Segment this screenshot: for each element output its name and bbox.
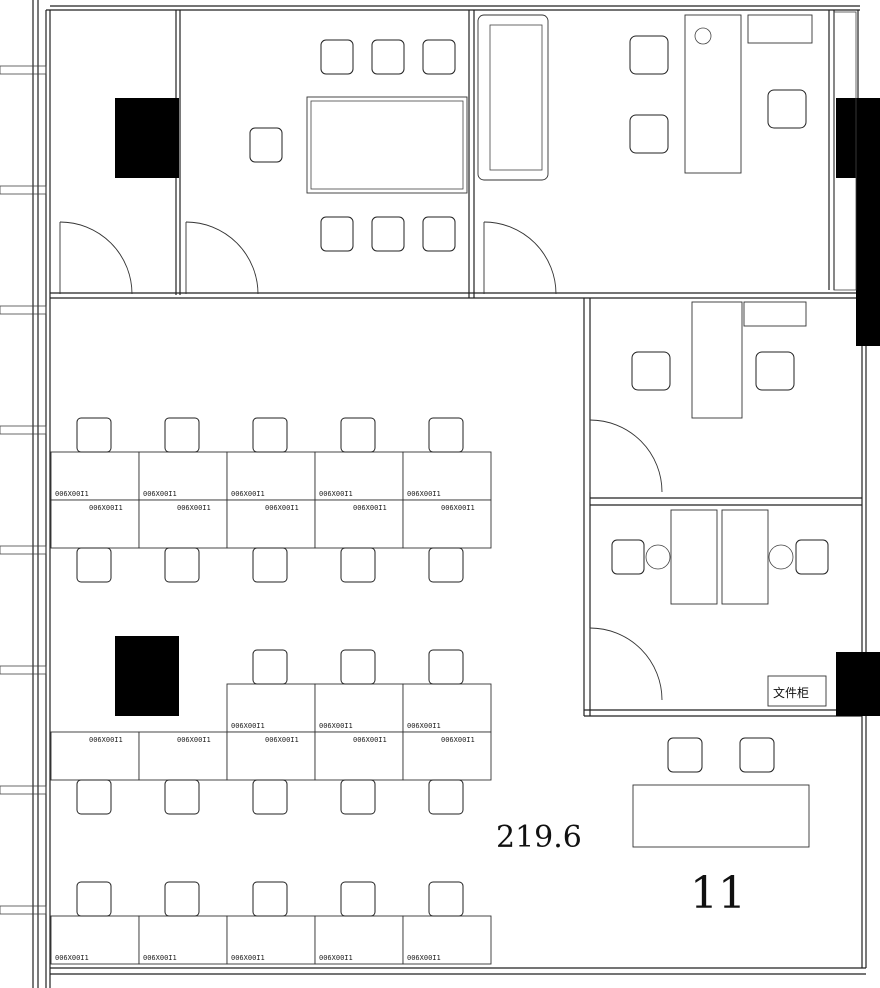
workstation-chair xyxy=(428,881,464,917)
workstation-chair xyxy=(428,779,464,815)
desk-tag: 006X00Ӏ1 xyxy=(319,954,353,962)
desk-tag: 006X00Ӏ1 xyxy=(441,736,475,744)
window-mullions xyxy=(0,65,47,915)
desk-tag: 006X00Ӏ1 xyxy=(231,490,265,498)
office-2-furniture xyxy=(631,301,807,419)
reception-furniture xyxy=(632,737,810,848)
workstation-chair xyxy=(164,547,200,583)
room-number: 11 xyxy=(690,868,746,919)
workstation-chair xyxy=(252,547,288,583)
desk-tag: 006X00Ӏ1 xyxy=(177,504,211,512)
workstation-clusters: 006X00Ӏ1006X00Ӏ1006X00Ӏ1006X00Ӏ1006X00Ӏ1… xyxy=(50,417,492,965)
workstation-chair xyxy=(76,779,112,815)
workstation-chair xyxy=(340,881,376,917)
desk-tag: 006X00Ӏ1 xyxy=(319,490,353,498)
structural-columns xyxy=(115,98,880,716)
desk-tag: 006X00Ӏ1 xyxy=(231,954,265,962)
exterior-walls xyxy=(32,0,867,988)
desk-tag: 006X00Ӏ1 xyxy=(319,722,353,730)
desk-tag: 006X00Ӏ1 xyxy=(55,954,89,962)
desk-tag: 006X00Ӏ1 xyxy=(353,736,387,744)
workstation-chair xyxy=(164,417,200,453)
meeting-table xyxy=(306,96,468,194)
desk-tag: 006X00Ӏ1 xyxy=(441,504,475,512)
manager-office-furniture xyxy=(477,11,857,291)
desk-tag: 006X00Ӏ1 xyxy=(407,722,441,730)
desk-tag: 006X00Ӏ1 xyxy=(265,504,299,512)
workstation-chair xyxy=(164,779,200,815)
workstation-chair xyxy=(76,881,112,917)
workstation-chair xyxy=(428,649,464,685)
workstation-chair xyxy=(252,649,288,685)
file-cabinet xyxy=(767,675,827,707)
desk-tag: 006X00Ӏ1 xyxy=(89,504,123,512)
meeting-chairs xyxy=(249,39,456,252)
workstation-chair xyxy=(340,547,376,583)
desk-tag: 006X00Ӏ1 xyxy=(407,954,441,962)
workstation-chair xyxy=(340,417,376,453)
desk-tag: 006X00Ӏ1 xyxy=(177,736,211,744)
interior-walls xyxy=(50,10,862,717)
desk-tag: 006X00Ӏ1 xyxy=(265,736,299,744)
desk-tag: 006X00Ӏ1 xyxy=(143,490,177,498)
area-label: 219.6 xyxy=(496,820,582,855)
desk-tag: 006X00Ӏ1 xyxy=(143,954,177,962)
desk-tag: 006X00Ӏ1 xyxy=(89,736,123,744)
workstation-chair xyxy=(340,779,376,815)
workstation-chair xyxy=(76,547,112,583)
workstation-chair xyxy=(428,417,464,453)
cabinet-label: 文件柜 xyxy=(773,685,809,700)
office-3-furniture xyxy=(611,509,829,707)
workstation-chair xyxy=(252,779,288,815)
desk-tag: 006X00Ӏ1 xyxy=(55,490,89,498)
workstation-chair xyxy=(428,547,464,583)
desk-tag: 006X00Ӏ1 xyxy=(407,490,441,498)
door-swings xyxy=(59,221,663,701)
workstation-chair xyxy=(76,417,112,453)
workstation-chair xyxy=(164,881,200,917)
desk-tag: 006X00Ӏ1 xyxy=(231,722,265,730)
desk-tag: 006X00Ӏ1 xyxy=(353,504,387,512)
workstation-chair xyxy=(340,649,376,685)
workstation-chair xyxy=(252,881,288,917)
workstation-chair xyxy=(252,417,288,453)
